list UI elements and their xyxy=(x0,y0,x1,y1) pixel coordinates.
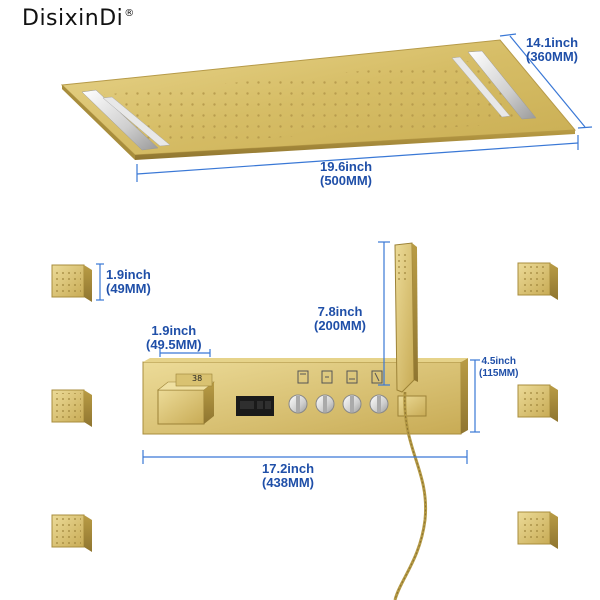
panel-width-dimension-line xyxy=(136,135,579,182)
panel-depth-imperial: 14.1inch xyxy=(526,35,579,50)
body-jet-bottom-right xyxy=(517,511,558,549)
handle-metric: (49.5MM) xyxy=(146,337,202,352)
brand-logo: DisixinDi® xyxy=(22,6,135,31)
hand-shower-dimension-line xyxy=(378,241,390,386)
valve-width-metric: (438MM) xyxy=(262,475,315,490)
body-jet-bottom-left xyxy=(51,514,92,552)
body-jet-top-right xyxy=(517,262,558,300)
led-strip-right xyxy=(467,50,537,120)
diverter-knob-1 xyxy=(288,394,308,414)
handle-imperial: 1.9inch xyxy=(151,323,197,338)
rain-shower-icon xyxy=(297,370,309,384)
led-strip-left xyxy=(81,89,159,151)
registered-mark: ® xyxy=(124,8,135,19)
diverter-knob-4 xyxy=(369,394,389,414)
valve-height-dimension-line xyxy=(470,359,480,433)
hand-shower-metric: (200MM) xyxy=(314,318,367,333)
valve-width-dimension-line xyxy=(142,450,468,464)
rain-shower-panel xyxy=(60,39,577,160)
led-icon xyxy=(346,370,358,384)
diverter-knob-3 xyxy=(342,394,362,414)
panel-depth-dimension-line xyxy=(499,33,593,129)
temperature-dial-text: 38 xyxy=(192,374,203,383)
hand-shower-label: 7.8inch (200MM) xyxy=(314,305,366,333)
valve-width-imperial: 17.2inch xyxy=(262,461,315,476)
body-jet-icon xyxy=(321,370,333,384)
panel-width-imperial: 19.6inch xyxy=(320,159,373,174)
body-jet-imperial: 1.9inch xyxy=(106,267,151,282)
body-jet-dimension-line xyxy=(96,263,104,301)
panel-depth-metric: (360MM) xyxy=(526,49,579,64)
hand-shower-icon xyxy=(371,370,383,384)
brand-name: DisixinDi xyxy=(22,6,124,31)
valve-height-label: 4.5inch (115MM) xyxy=(479,356,518,380)
panel-width-metric: (500MM) xyxy=(320,173,373,188)
body-jet-label: 1.9inch (49MM) xyxy=(106,268,151,296)
body-jet-middle-right xyxy=(517,384,558,422)
hand-shower xyxy=(393,242,428,600)
handle-label: 1.9inch (49.5MM) xyxy=(146,324,202,352)
panel-depth-label: 14.1inch (360MM) xyxy=(526,36,578,64)
valve-height-metric: (115MM) xyxy=(479,368,519,379)
hand-shower-imperial: 7.8inch xyxy=(317,304,363,319)
body-jet-middle-left xyxy=(51,389,92,427)
handle-dimension-line xyxy=(159,349,211,357)
valve-height-imperial: 4.5inch xyxy=(481,356,516,367)
diverter-knob-2 xyxy=(315,394,335,414)
thermostatic-valve-panel xyxy=(142,358,468,435)
panel-width-label: 19.6inch (500MM) xyxy=(320,160,372,188)
body-jet-metric: (49MM) xyxy=(106,281,151,296)
valve-width-label: 17.2inch (438MM) xyxy=(262,462,314,490)
body-jet-top-left xyxy=(51,264,92,302)
